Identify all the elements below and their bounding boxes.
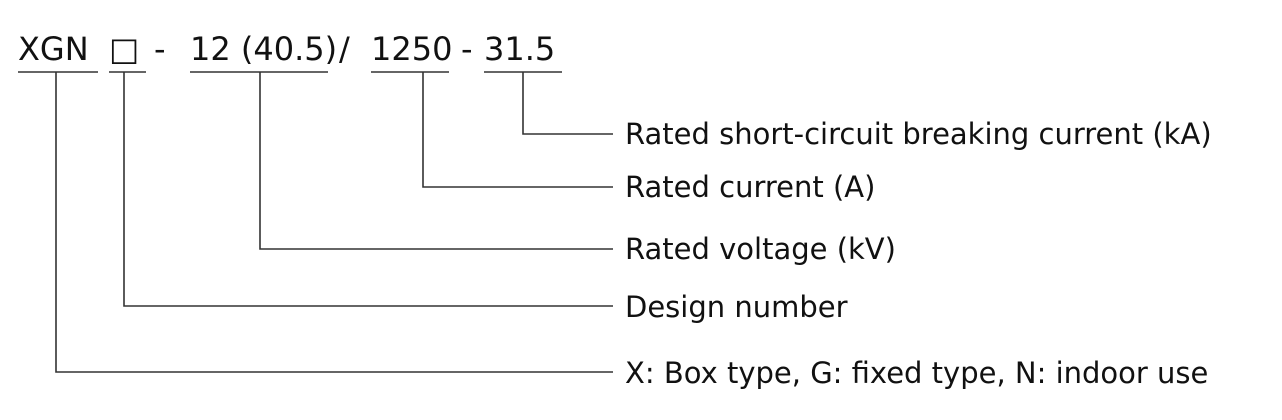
code-separator-2: - — [461, 30, 473, 68]
leader-breaking — [522, 72, 613, 135]
code-voltage: 12 (40.5) — [190, 30, 337, 68]
label-breaking-current: Rated short-circuit breaking current (kA… — [625, 117, 1212, 151]
code-separator-1: - — [154, 30, 166, 68]
leader-current — [422, 72, 613, 188]
leader-lines — [55, 72, 613, 373]
code-breaking: 31.5 — [484, 30, 555, 68]
code-slash: / — [339, 30, 350, 68]
leader-design — [123, 72, 613, 307]
code-design-box: □ — [109, 30, 139, 68]
model-code: XGN □ - 12 (40.5) / 1250 - 31.5 — [18, 30, 555, 68]
label-rated-voltage: Rated voltage (kV) — [625, 232, 896, 266]
leader-series — [55, 72, 613, 373]
code-series: XGN — [18, 30, 89, 68]
parameter-labels: Rated short-circuit breaking current (kA… — [625, 117, 1212, 390]
label-type-description: X: Box type, G: fixed type, N: indoor us… — [625, 356, 1208, 390]
label-design-number: Design number — [625, 290, 848, 324]
label-rated-current: Rated current (A) — [625, 170, 875, 204]
code-current: 1250 — [371, 30, 452, 68]
leader-voltage — [259, 72, 613, 250]
